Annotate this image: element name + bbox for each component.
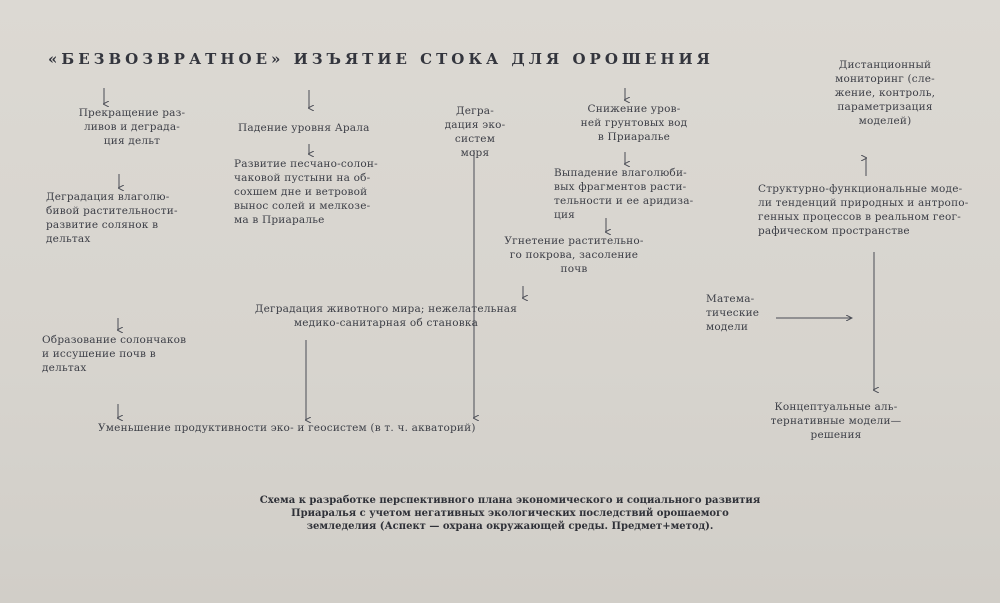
node-delta-flood-stop: Прекращение раз- ливов и деграда- ция де… <box>78 107 186 147</box>
node-riparian-vegetation-degradation: Деградация влаголю- бивой растительности… <box>46 191 178 245</box>
node-fauna-degradation: Деградация животного мира; нежелательная… <box>254 303 518 329</box>
node-aral-level-drop: Падение уровня Арала <box>238 122 370 134</box>
figure-caption: Схема к разработке перспективного плана … <box>259 495 761 532</box>
node-groundwater-drop: Снижение уров- ней грунтовых вод в Приар… <box>580 103 688 143</box>
node-productivity-decrease: Уменьшение продуктивности эко- и геосист… <box>98 422 476 434</box>
node-solonchak-formation: Образование солончаков и иссушение почв … <box>42 334 187 374</box>
diagram-title: «БЕЗВОЗВРАТНОЕ» ИЗЪЯТИЕ СТОКА ДЛЯ ОРОШЕН… <box>48 50 714 68</box>
node-conceptual-models: Концептуальные аль- тернативные модели— … <box>770 401 902 441</box>
node-remote-monitoring: Дистанционный мониторинг (сле- жение, ко… <box>834 59 936 127</box>
node-plant-cover-oppression: Угнетение растительно- го покрова, засол… <box>504 235 644 275</box>
node-mathematical-models: Матема- тические модели <box>706 293 760 333</box>
node-sea-ecosystem-degradation: Дегра- дация эко- систем моря <box>444 105 506 159</box>
node-structural-functional-models: Структурно-функциональные моде- ли тенде… <box>758 183 969 237</box>
node-moisture-vegetation-loss: Выпадение влаголюби- вых фрагментов раст… <box>554 167 694 221</box>
node-sand-salt-desert: Развитие песчано-солон- чаковой пустыни … <box>234 158 378 226</box>
